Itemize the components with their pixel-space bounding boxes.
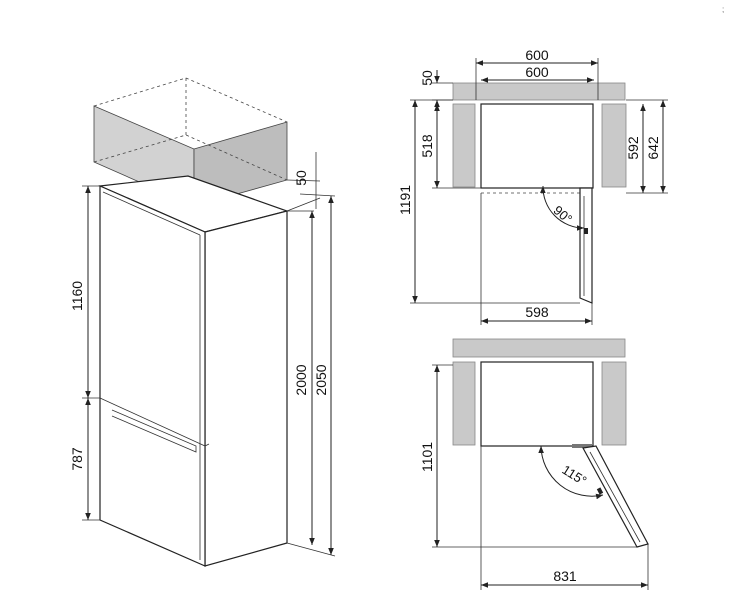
dim-label-niche-width: 600 [525,47,549,63]
side-wall-left-115 [452,361,476,446]
fridge-body-top-115 [480,361,594,447]
fridge-3d-view: 50 2000 2050 1160 787 [69,77,336,567]
fridge-body [97,175,290,567]
dim-fridge-top-gap: 50 [286,152,321,212]
dim-label-depth-115: 1101 [419,442,435,472]
ceiling-panel [452,82,626,101]
angle-label-115: 115° [559,462,589,488]
top-view-90: 90° 600 600 50 518 1191 592 642 [397,47,668,325]
side-wall-right [601,103,627,188]
dim-label-total-depth: 1191 [397,185,413,215]
dim-label-top-gap: 50 [293,170,309,186]
angle-label-90: 90° [551,202,576,226]
side-wall-right-115 [601,361,627,446]
dim-label-side-depth-b: 642 [645,136,661,160]
dim-label-width-115: 831 [553,568,577,584]
dim-fridge-compartments: 1160 787 [69,185,100,521]
dim-label-total-height: 2050 [313,364,329,395]
dim-label-top-gap-plan: 50 [419,70,435,86]
dim-label-upper-height: 1160 [69,281,85,311]
dim-label-body-depth: 518 [419,134,435,158]
dim-label-body-height: 2000 [293,364,309,395]
dim-label-body-width: 600 [525,64,549,80]
top-view-115: 115° 1101 831 [419,338,649,590]
dim-label-side-depth-a: 592 [625,136,641,160]
side-wall-left [452,103,476,188]
dim-fridge-heights: 2000 2050 [286,193,336,557]
door-90 [579,187,593,304]
corner-mark: ; [722,5,724,14]
ceiling-panel-115 [452,338,626,358]
dim-label-lower-height: 787 [69,447,85,471]
dim-label-bottom-width: 598 [525,304,549,320]
fridge-body-top [480,103,594,189]
